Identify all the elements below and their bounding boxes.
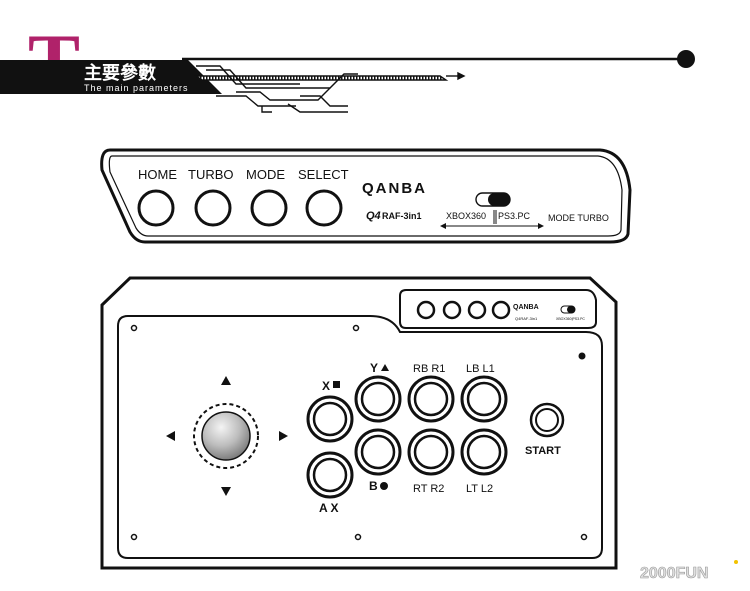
joystick[interactable] (166, 376, 288, 496)
mode-button[interactable] (250, 189, 288, 227)
main-panel: QANBA Q4RAF-3in1 XBOX360|PS3.PC (100, 276, 618, 570)
screw (352, 324, 360, 332)
button-lt[interactable] (460, 428, 508, 476)
button-a[interactable] (306, 451, 354, 499)
home-button[interactable] (137, 189, 175, 227)
screw (130, 533, 138, 541)
button-lb[interactable] (460, 375, 508, 423)
top-panel-inner-line (108, 155, 623, 237)
mini-turbo-button (442, 300, 462, 320)
mode-arrow-right (538, 223, 544, 229)
button-rb[interactable] (407, 375, 455, 423)
top-panel-outline (100, 148, 632, 244)
button-x[interactable] (306, 395, 354, 443)
header-rule-dot (677, 50, 695, 68)
joystick-left-arrow (166, 431, 175, 441)
circuit-decoration (193, 65, 466, 113)
header: T 主要參數 The main parameters (0, 18, 695, 113)
header-band (0, 60, 222, 94)
mode-label: MODE (246, 167, 285, 182)
joystick-right-arrow (279, 431, 288, 441)
mini-mode-button (467, 300, 487, 320)
screw (354, 533, 362, 541)
start-label: START (525, 445, 561, 457)
mini-brand: QANBA (513, 304, 539, 311)
turbo-label: TURBO (188, 167, 234, 182)
mini-mode-switch-knob (567, 306, 575, 313)
lt-label: LT L2 (466, 483, 493, 495)
top-panel: HOME TURBO MODE SELECT QANBA Q4 RAF-3in1… (100, 148, 632, 244)
brand-logo: QANBA (362, 180, 427, 197)
triangle-symbol-icon (381, 364, 389, 371)
mini-home-button (416, 300, 436, 320)
rt-label: RT R2 (413, 483, 444, 495)
rb-label: RB R1 (413, 363, 445, 375)
screw (130, 324, 138, 332)
button-rt[interactable] (407, 428, 455, 476)
button-y[interactable] (354, 375, 402, 423)
model-name: RAF-3in1 (382, 211, 422, 221)
watermark: 2000FUN (640, 560, 738, 582)
mode-left-label: XBOX360 (446, 211, 486, 221)
joystick-down-arrow (221, 487, 231, 496)
mode-switch-knob (488, 193, 510, 206)
turbo-button[interactable] (194, 189, 232, 227)
header-title-cn: 主要參數 (84, 62, 156, 84)
circle-symbol-icon (380, 482, 388, 490)
screw (580, 533, 588, 541)
watermark-text: 2000FUN (640, 565, 708, 582)
joystick-up-arrow (221, 376, 231, 385)
mini-select-button (491, 300, 511, 320)
screw-filled (578, 352, 586, 360)
joystick-ball-top[interactable] (201, 411, 251, 461)
header-title-en: The main parameters (84, 83, 189, 93)
home-label: HOME (138, 167, 177, 182)
x-label: X (322, 379, 330, 393)
mini-model: Q4RAF-3in1 (515, 316, 538, 321)
select-label: SELECT (298, 167, 349, 182)
select-button[interactable] (305, 189, 343, 227)
mode-arrow-left (440, 223, 446, 229)
a-label: A X (319, 501, 339, 515)
mode-right-label: PS3.PC (498, 211, 531, 221)
mini-mode-text: XBOX360|PS3.PC (556, 317, 585, 321)
mode-turbo-label: MODE TURBO (548, 213, 609, 223)
model-prefix: Q4 (366, 210, 381, 222)
button-b[interactable] (354, 428, 402, 476)
square-symbol-icon (333, 381, 340, 388)
watermark-sparkle-icon (734, 560, 738, 564)
y-label: Y (370, 361, 378, 375)
mini-top-panel: QANBA Q4RAF-3in1 XBOX360|PS3.PC (399, 289, 597, 329)
lb-label: LB L1 (466, 363, 495, 375)
b-label: B (369, 479, 378, 493)
button-start[interactable] (529, 402, 565, 438)
